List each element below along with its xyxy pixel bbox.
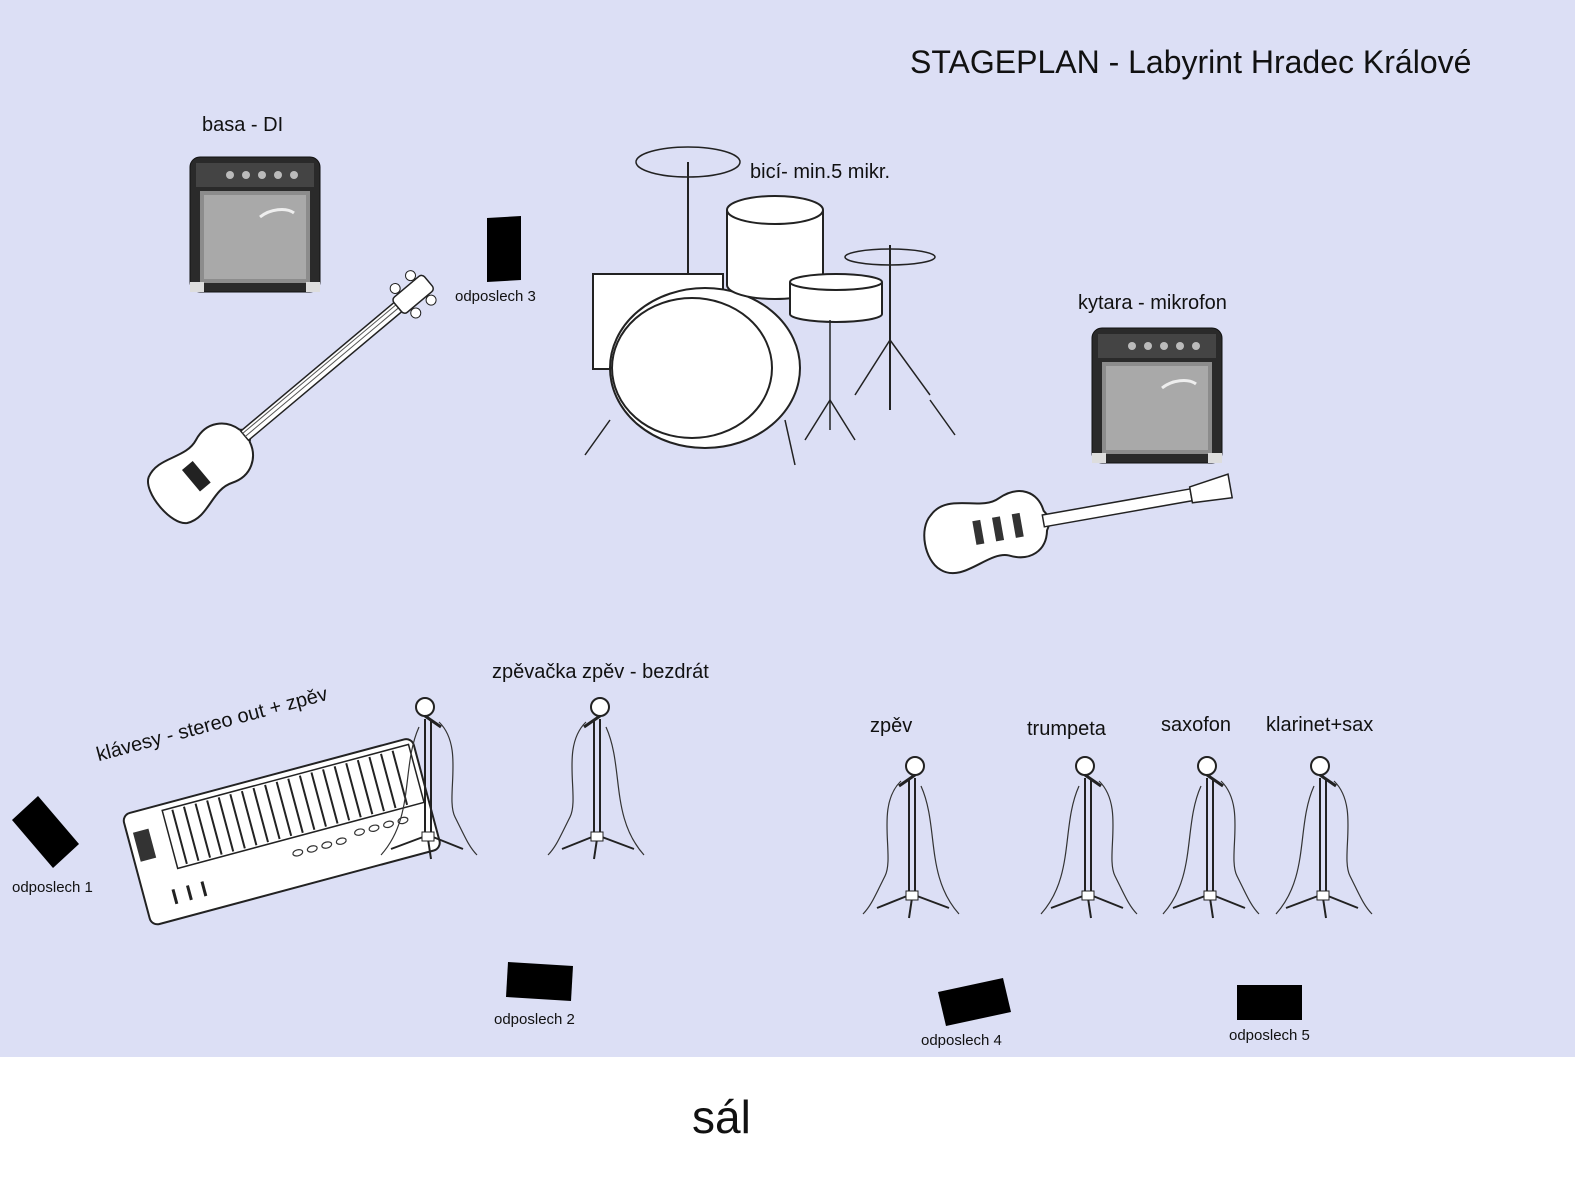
mic-stand-icon-clarinet xyxy=(1274,755,1374,920)
label-bass: basa - DI xyxy=(202,114,284,136)
label-monitor-1: odposlech 1 xyxy=(12,879,93,896)
label-monitor-3: odposlech 3 xyxy=(455,288,536,305)
electric-guitar-icon xyxy=(923,473,1234,575)
label-monitor-4: odposlech 4 xyxy=(921,1032,1002,1049)
mic-stand-icon-trumpet xyxy=(1039,755,1139,920)
label-monitor-2: odposlech 2 xyxy=(494,1011,575,1028)
drum-kit-icon xyxy=(584,146,956,466)
bass-amp-icon xyxy=(188,155,322,294)
hall-label: sál xyxy=(692,1091,751,1143)
monitor-wedge-icon-5 xyxy=(1237,985,1302,1020)
page-title: STAGEPLAN - Labyrint Hradec Králové xyxy=(910,44,1472,80)
monitor-wedge-icon-2 xyxy=(506,962,573,1001)
keyboard-icon xyxy=(122,738,441,926)
label-clarinet: klarinet+sax xyxy=(1266,714,1374,736)
label-monitor-5: odposlech 5 xyxy=(1229,1027,1310,1044)
label-drums: bicí- min.5 mikr. xyxy=(750,161,891,183)
label-trumpet: trumpeta xyxy=(1027,718,1106,740)
label-sax: saxofon xyxy=(1161,714,1232,736)
monitor-wedge-icon-1 xyxy=(12,796,79,868)
mic-stand-icon-vocal xyxy=(861,755,961,920)
guitar-amp-icon xyxy=(1090,326,1224,465)
mic-stand-icon-sax xyxy=(1161,755,1261,920)
monitor-wedge-icon-4 xyxy=(938,978,1011,1026)
mic-stand-icon-lead-vocal xyxy=(546,696,646,861)
label-guitar: kytara - mikrofon xyxy=(1078,292,1227,314)
monitor-wedge-icon-3 xyxy=(487,216,521,282)
label-vocal: zpěv xyxy=(870,715,913,737)
bass-guitar-icon xyxy=(147,270,437,524)
label-lead-vocal: zpěvačka zpěv - bezdrát xyxy=(492,661,709,683)
